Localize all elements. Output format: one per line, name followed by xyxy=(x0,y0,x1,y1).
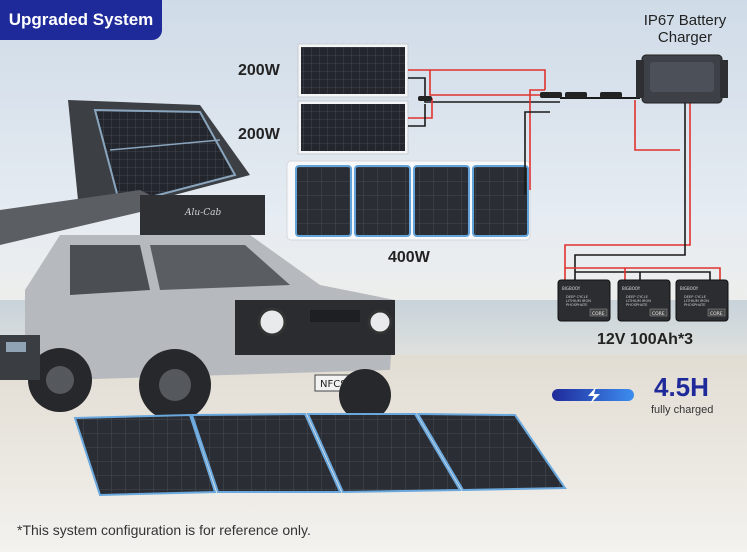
battery-label: 12V 100Ah*3 xyxy=(597,331,694,348)
battery-brand: BIGBOOY xyxy=(680,286,699,291)
charge-time: 4.5H xyxy=(654,372,709,402)
charger-title-line2: Charger xyxy=(657,29,713,46)
footer-note: *This system configuration is for refere… xyxy=(17,522,311,538)
battery-type-line: DEEP CYCLE xyxy=(684,295,707,299)
lightning-bolt-icon xyxy=(588,387,600,404)
solar-panel-200w-bottom xyxy=(297,100,409,155)
battery-type-line: PHOSPHATE xyxy=(566,303,588,307)
battery-tag: CORE xyxy=(710,311,723,317)
solar-panel-200w-top xyxy=(297,43,409,98)
ground-solar-panel xyxy=(73,412,567,497)
battery-charger-device xyxy=(636,54,728,104)
battery-type-line: DEEP CYCLE xyxy=(626,295,649,299)
battery-type-line: LITHIUM IRON xyxy=(626,299,651,303)
license-plate-text: NFCS 5 xyxy=(320,379,356,390)
wire-connectors xyxy=(418,92,622,101)
roof-text: Alu-Cab xyxy=(184,208,221,218)
panel-400w-label: 400W xyxy=(388,249,430,266)
lithium-battery: BIGBOOY DEEP CYCLE LITHIUM IRON PHOSPHAT… xyxy=(557,279,611,322)
roof-solar-panel xyxy=(93,108,237,207)
battery-tag: CORE xyxy=(652,311,665,317)
battery-type-line: PHOSPHATE xyxy=(626,303,648,307)
wiring xyxy=(408,69,721,282)
battery-type-line: PHOSPHATE xyxy=(684,303,706,307)
battery-tag: CORE xyxy=(592,311,605,317)
vehicle-illustration: Alu-Cab NFCS 5 xyxy=(0,100,395,421)
charge-caption: fully charged xyxy=(651,404,714,416)
solar-panel-400w xyxy=(286,160,531,241)
charger-title: IP67 Battery Charger xyxy=(630,12,740,46)
battery-type-line: LITHIUM IRON xyxy=(684,299,709,303)
charging-bar xyxy=(552,387,634,404)
panel-200w-label-bottom: 200W xyxy=(238,126,280,143)
power-station-box xyxy=(0,335,40,380)
upgraded-system-badge: Upgraded System xyxy=(0,0,162,40)
lithium-battery: BIGBOOY DEEP CYCLE LITHIUM IRON PHOSPHAT… xyxy=(675,279,729,322)
battery-brand: BIGBOOY xyxy=(562,286,581,291)
battery-brand: BIGBOOY xyxy=(622,286,641,291)
charger-title-line1: IP67 Battery xyxy=(643,12,727,29)
panel-200w-label-top: 200W xyxy=(238,62,280,79)
vehicle-wheel xyxy=(139,349,211,421)
lithium-battery: BIGBOOY DEEP CYCLE LITHIUM IRON PHOSPHAT… xyxy=(617,279,671,322)
vehicle-wheel xyxy=(339,369,391,421)
battery-type-line: DEEP CYCLE xyxy=(566,295,589,299)
battery-type-line: LITHIUM IRON xyxy=(566,299,591,303)
vehicle-wheel xyxy=(28,348,92,412)
